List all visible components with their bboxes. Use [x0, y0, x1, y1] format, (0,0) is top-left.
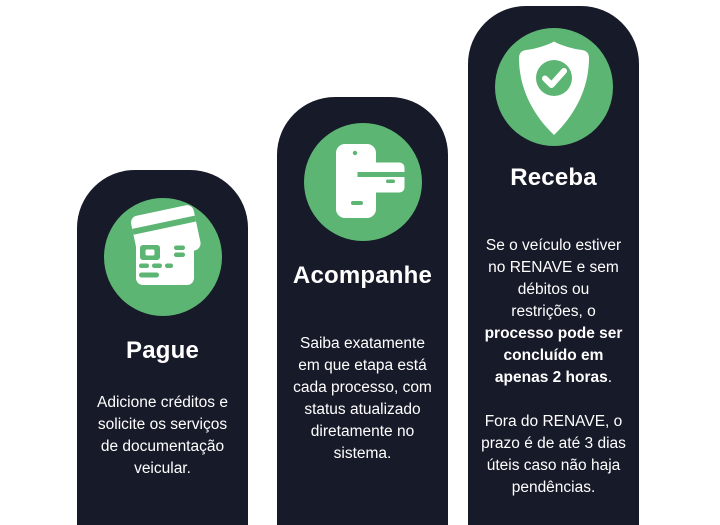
shield-check-icon [494, 28, 613, 146]
pillar-receba: Receba Se o veículo estiver no RENAVE e … [468, 6, 639, 525]
pillar-title-acompanhe: Acompanhe [292, 262, 433, 289]
pillar-pague: Pague Adicione créditos e solicite os se… [77, 170, 248, 525]
pillar-title-pague: Pague [125, 337, 200, 364]
pillar-body-acompanhe: Saiba exatamente em que etapa está cada … [293, 335, 432, 462]
credit-cards-icon [103, 198, 222, 316]
phone-card-icon [303, 123, 422, 241]
pillar-body-receba: Se o veículo estiver no RENAVE e sem déb… [481, 237, 626, 496]
pillar-body-pague: Adicione créditos e solicite os serviços… [97, 394, 228, 477]
pillar-title-receba: Receba [510, 164, 597, 191]
pillar-acompanhe: Acompanhe Saiba exatamente em que etapa … [277, 97, 448, 525]
